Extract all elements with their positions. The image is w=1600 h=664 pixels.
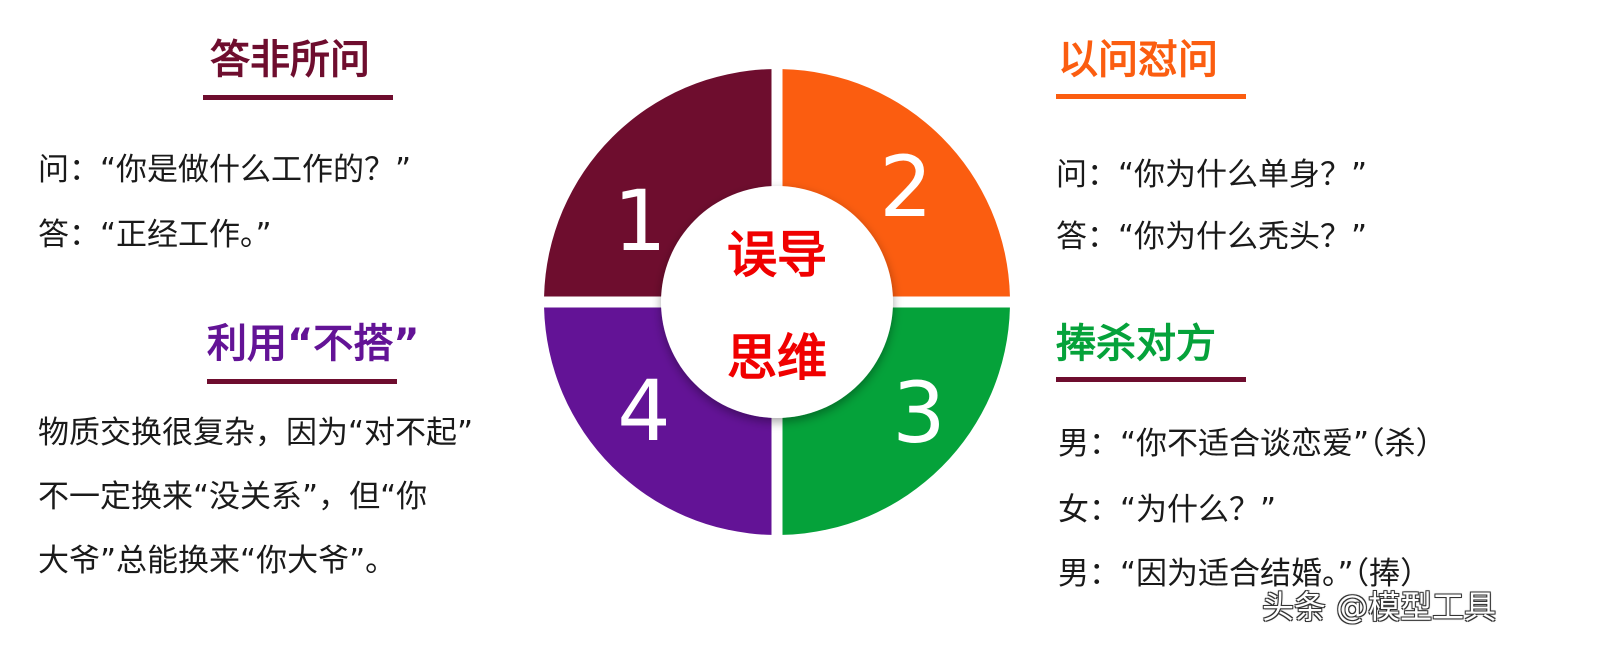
center-text-line1: 误导	[727, 226, 827, 284]
section4-line: 不一定换来“没关系”，但“你	[38, 479, 428, 515]
section4-heading: 利用“不搭”	[207, 321, 420, 367]
section1-line: 问：“你是做什么工作的？”	[38, 152, 412, 188]
section2-line: 答：“你为什么秃头？”	[1056, 219, 1368, 255]
segment-3-number: 3	[892, 364, 945, 462]
segment-1-number: 1	[613, 172, 666, 270]
section2-line: 问：“你为什么单身？”	[1056, 157, 1368, 193]
section1-underline	[203, 95, 393, 100]
section4-line: 大爷”总能换来“你大爷”。	[38, 543, 397, 579]
quad-circle-diagram: 1 2 3 4 误导 思维	[544, 69, 1010, 535]
section1-heading: 答非所问	[210, 37, 370, 83]
section4-underline	[207, 379, 397, 384]
center-circle	[661, 186, 893, 418]
section3-heading: 捧杀对方	[1056, 321, 1216, 367]
segment-4-number: 4	[617, 362, 670, 460]
center-text-line2: 思维	[727, 329, 827, 387]
section3-line: 男：“因为适合结婚。”（捧）	[1058, 556, 1432, 592]
section3-line: 女：“为什么？”	[1058, 492, 1277, 528]
segment-2-number: 2	[879, 138, 932, 236]
section4-line: 物质交换很复杂，因为“对不起”	[38, 415, 474, 451]
section3-underline	[1056, 377, 1246, 382]
section1-line: 答：“正经工作。”	[38, 217, 272, 253]
section3-line: 男：“你不适合谈恋爱”（杀）	[1058, 426, 1447, 462]
section2-underline	[1056, 94, 1246, 99]
section2-heading: 以问怼问	[1058, 37, 1218, 83]
watermark: 头条 @模型工具	[1262, 588, 1497, 626]
